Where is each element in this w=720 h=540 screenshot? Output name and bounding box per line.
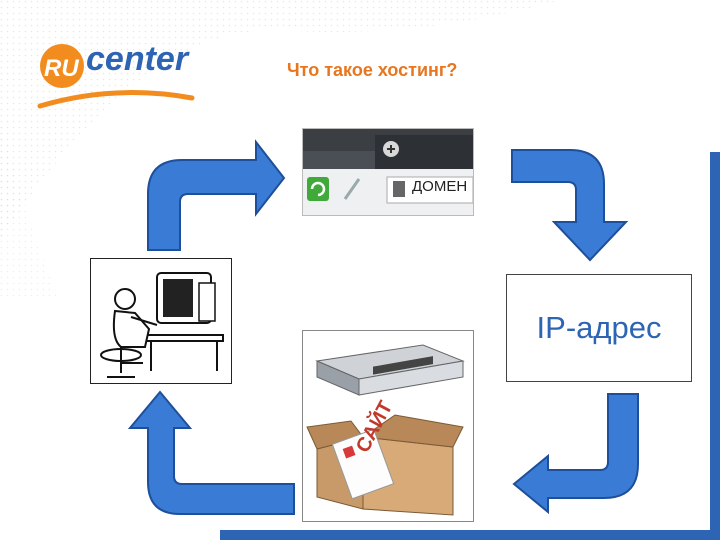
ip-address-box: IP-адрес <box>506 274 692 382</box>
server-icon <box>306 344 465 516</box>
logo-mark: RU <box>44 55 79 82</box>
page-title: Что такое хостинг? <box>287 60 458 80</box>
ip-address-label: IP-адрес <box>536 310 662 345</box>
frame-right-line <box>710 152 720 540</box>
arrow-domain-to-ip <box>511 149 629 262</box>
arrow-server-to-user <box>127 390 295 515</box>
arrow-user-to-domain <box>147 139 286 251</box>
browser-toolbar-icon <box>303 129 473 215</box>
frame-bottom-line <box>220 530 720 540</box>
arrow-ip-to-server <box>512 393 639 514</box>
user-at-computer-icon <box>100 272 224 378</box>
ru-center-logo: RU <box>37 44 195 109</box>
cardboard-box-icon <box>306 414 464 516</box>
logo-text: center <box>86 40 189 78</box>
browser-toolbar-screenshot <box>302 128 474 216</box>
server-hosting-box <box>302 330 474 522</box>
domain-address-text: ДОМЕН <box>412 178 468 195</box>
user-at-computer-box <box>90 258 232 384</box>
